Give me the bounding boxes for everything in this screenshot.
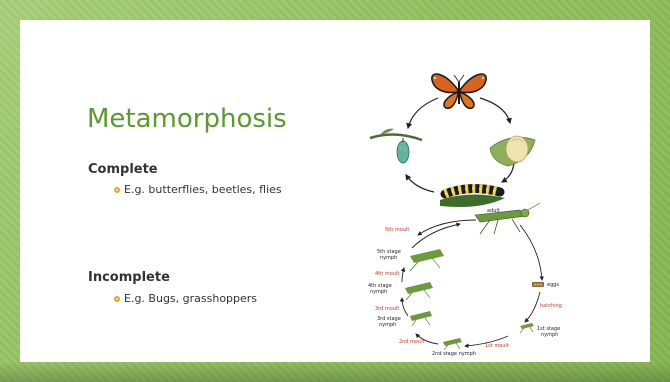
cycle-arrow	[412, 224, 460, 248]
label-4th-moult: 4th moult	[375, 271, 399, 277]
life-cycle-diagrams: adult 5th moult 5th stage nymph 4th moul…	[20, 20, 650, 362]
slide-canvas: Metamorphosis Complete E.g. butterflies,…	[20, 20, 650, 362]
nymph-stage2-icon	[443, 338, 462, 350]
cycle-arrow	[406, 175, 434, 192]
label-2nd-moult: 2nd moult	[399, 339, 425, 345]
label-adult: adult	[487, 208, 500, 214]
label-hatching: hatching	[540, 303, 562, 309]
label-5th-moult: 5th moult	[385, 227, 409, 233]
label-eggs: eggs	[547, 282, 559, 288]
grasshopper-eggs-icon	[532, 282, 544, 287]
label-1st-stage-line2: nymph	[541, 332, 558, 338]
cycle-arrow	[480, 98, 510, 123]
cycle-arrow	[402, 268, 404, 282]
label-5th-stage-line2: nymph	[380, 255, 397, 261]
cycle-arrow	[408, 98, 438, 128]
bottom-shade	[0, 362, 670, 382]
egg-icon	[490, 136, 535, 166]
label-1st-moult: 1st moult	[485, 343, 509, 349]
butterfly-adult-icon	[432, 74, 486, 108]
nymph-stage1-icon	[520, 323, 534, 333]
label-4th-stage-line2: nymph	[370, 289, 387, 295]
chrysalis-icon	[370, 129, 422, 163]
grasshopper-cycle: adult 5th moult 5th stage nymph 4th moul…	[368, 203, 562, 357]
nymph-stage5-icon	[410, 249, 444, 271]
cycle-arrow	[525, 292, 540, 322]
nymph-stage4-icon	[405, 282, 433, 300]
butterfly-cycle	[370, 74, 535, 207]
label-3rd-stage-line2: nymph	[379, 322, 396, 328]
nymph-stage3-icon	[410, 311, 432, 326]
cycle-arrow	[520, 225, 542, 280]
grasshopper-adult-icon	[475, 203, 540, 234]
label-2nd-stage: 2nd stage nymph	[432, 351, 476, 357]
caterpillar-icon	[440, 188, 505, 207]
label-3rd-moult: 3rd moult	[375, 306, 399, 312]
cycle-arrow	[402, 298, 408, 316]
